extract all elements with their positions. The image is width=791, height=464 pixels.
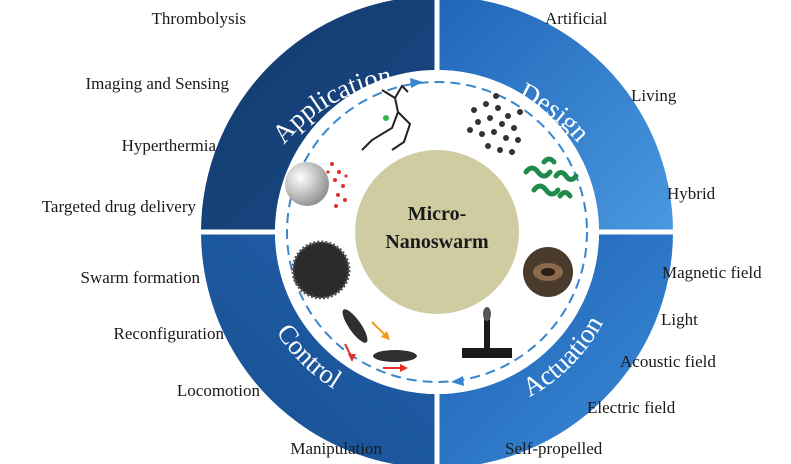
actuation-item-light: Light	[661, 310, 698, 329]
application-sector	[201, 0, 437, 232]
application-item-targeted-drug-delivery: Targeted drug delivery	[41, 197, 196, 216]
actuation-item-electric-field: Electric field	[587, 398, 676, 417]
actuation-device-icon	[462, 307, 512, 358]
nanoparticle-sphere-icon	[285, 162, 348, 208]
center-circle	[355, 150, 519, 314]
application-item-hyperthermia: Hyperthermia	[121, 136, 216, 155]
actuation-item-acoustic-field: Acoustic field	[620, 352, 716, 371]
control-sector	[201, 232, 437, 464]
design-item-hybrid: Hybrid	[667, 184, 716, 203]
cycle-arrow-bottom-right	[451, 376, 464, 386]
center-label-line2: Nanoswarm	[385, 231, 489, 253]
design-sector	[437, 0, 673, 232]
control-item-locomotion: Locomotion	[176, 381, 260, 400]
design-item-artificial: Artificial	[545, 9, 608, 28]
design-item-living: Living	[631, 86, 677, 105]
actuation-sector	[437, 232, 673, 464]
swarm-formation-icon	[291, 240, 351, 300]
magnetic-setup-photo-icon	[523, 247, 573, 297]
particle-swarm-icon	[467, 93, 523, 155]
center-label-line1: Micro-	[408, 203, 467, 225]
swarm-locomotion-icon	[342, 309, 417, 372]
control-item-manipulation: Manipulation	[290, 439, 382, 458]
cycle-arrow-top-left	[410, 78, 423, 88]
actuation-item-self-propelled: Self-propelled	[505, 439, 603, 458]
application-item-thrombolysis: Thrombolysis	[151, 9, 246, 28]
bacteria-icon	[523, 156, 579, 199]
control-item-reconfiguration: Reconfiguration	[113, 324, 224, 343]
dashed-cycle-ring	[286, 81, 588, 383]
application-item-imaging-sensing: Imaging and Sensing	[85, 74, 229, 93]
control-item-swarm-formation: Swarm formation	[80, 268, 200, 287]
animal-imaging-icon	[361, 84, 412, 151]
actuation-item-magnetic-field: Magnetic field	[662, 263, 762, 282]
